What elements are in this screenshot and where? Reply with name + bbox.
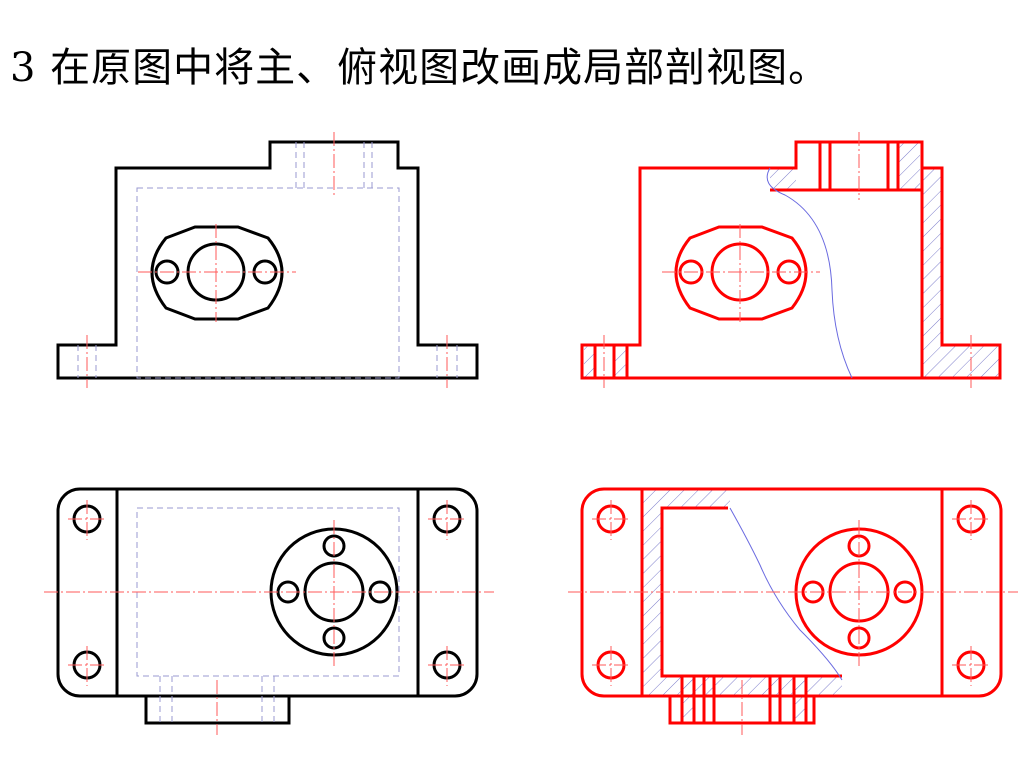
center-lines <box>44 500 494 735</box>
hidden-lines <box>136 507 400 723</box>
break-line <box>766 167 853 379</box>
exercise-title: 3 在原图中将主、俯视图改画成局部剖视图。 <box>10 45 830 91</box>
boss-outline <box>144 694 291 725</box>
break-line <box>729 507 843 681</box>
boss-outline <box>668 696 816 725</box>
flange-outline <box>674 225 808 321</box>
answer-top-view <box>568 487 1018 735</box>
answer-front-view <box>580 132 1002 388</box>
center-lines <box>86 132 448 388</box>
front-outline <box>56 140 479 380</box>
flange-outline <box>150 225 284 321</box>
center-lines <box>568 500 1018 735</box>
original-front-view <box>56 132 479 388</box>
original-top-view <box>44 487 494 735</box>
hidden-lines <box>77 142 458 379</box>
center-lines <box>603 132 972 388</box>
